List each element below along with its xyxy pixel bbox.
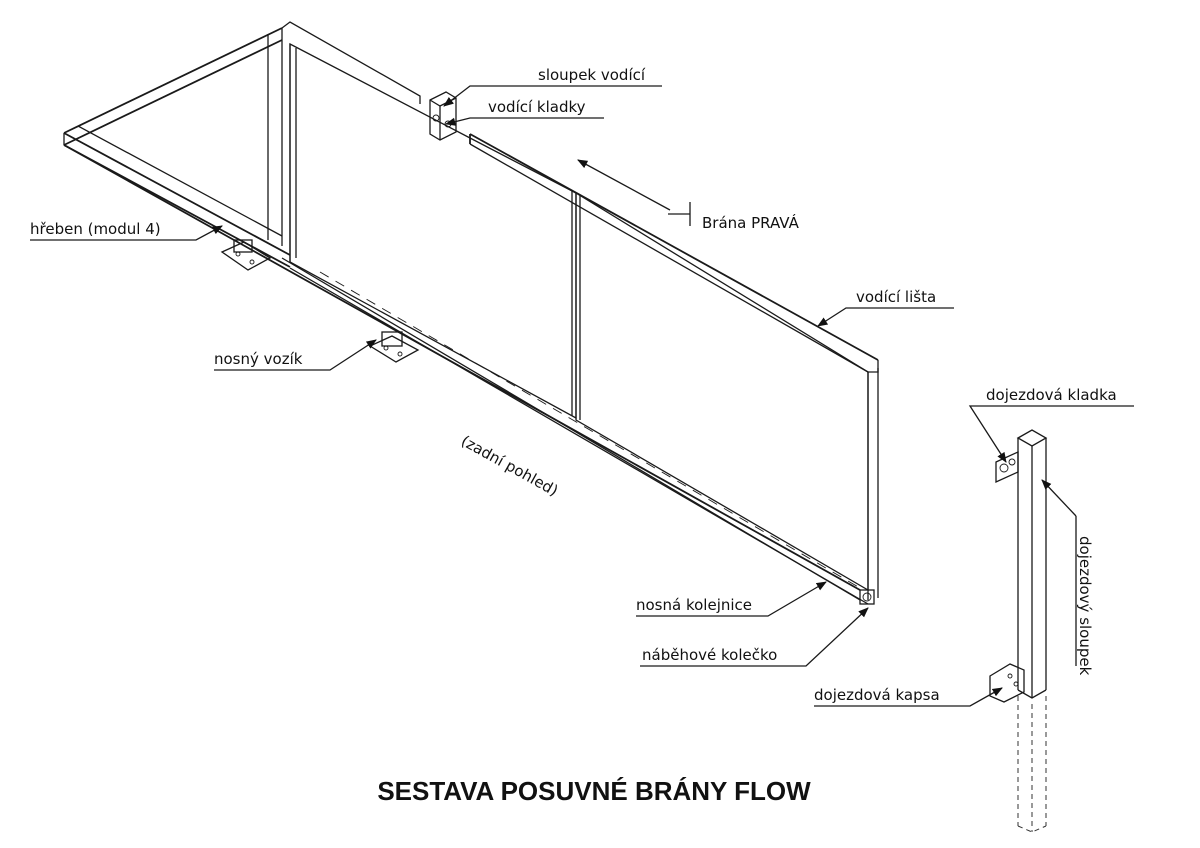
label-nosny-vozik: nosný vozík bbox=[214, 350, 303, 368]
carriage-2 bbox=[368, 331, 420, 363]
label-sloupek-vodici: sloupek vodící bbox=[538, 66, 646, 84]
label-zadni-pohled: (zadní pohled) bbox=[458, 432, 561, 500]
label-hreben: hřeben (modul 4) bbox=[30, 220, 161, 238]
drawing-title: SESTAVA POSUVNÉ BRÁNY FLOW bbox=[377, 776, 811, 806]
label-nabehove-kolecko: náběhové kolečko bbox=[642, 646, 777, 664]
direction-arrow bbox=[577, 159, 671, 211]
label-dojezdovy-sloupek: dojezdový sloupek bbox=[1076, 536, 1094, 676]
leader-lines bbox=[30, 85, 1134, 707]
lead-in-wheel bbox=[859, 589, 875, 605]
gate-mesh-panels bbox=[281, 21, 879, 600]
label-vodici-lista: vodící lišta bbox=[856, 288, 936, 306]
label-dojezdova-kladka: dojezdová kladka bbox=[986, 386, 1117, 404]
label-dojezdova-kapsa: dojezdová kapsa bbox=[814, 686, 940, 704]
carriage-1 bbox=[220, 239, 272, 271]
label-nosna-kolejnice: nosná kolejnice bbox=[636, 596, 752, 614]
carrying-rail bbox=[63, 144, 869, 605]
label-brana-prava: Brána PRAVÁ bbox=[702, 213, 800, 232]
label-vodici-kladky: vodící kladky bbox=[488, 98, 586, 116]
guide-rail bbox=[469, 133, 879, 373]
end-post bbox=[989, 429, 1048, 833]
